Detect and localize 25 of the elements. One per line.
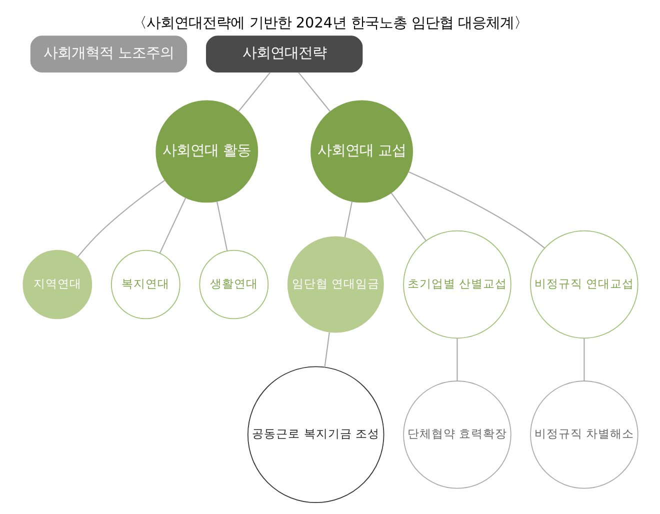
diagram-title: 〈사회연대전략에 기반한 2024년 한국노총 임단협 대응체계〉 [132, 15, 528, 32]
node-circle: 비정규직 연대교섭 [530, 230, 638, 338]
node-circle: 생활연대 [198, 249, 268, 319]
connector [324, 332, 330, 367]
connector [390, 192, 426, 241]
connector [583, 338, 584, 380]
connector [298, 72, 330, 112]
node-circle: 공동근로 복지기금 조성 [246, 366, 384, 503]
connector [344, 200, 352, 237]
node-circle: 임단협 연대임금 [286, 236, 384, 332]
connector [76, 179, 165, 257]
connector [408, 170, 544, 248]
connector [216, 200, 228, 250]
connector [456, 338, 458, 380]
node-circle: 사회연대 활동 [155, 100, 258, 202]
node-circle: 복지연대 [110, 249, 180, 319]
connector [237, 72, 270, 112]
node-circle: 단체협약 효력확장 [402, 380, 511, 488]
node-circle: 비정규직 차별해소 [530, 380, 638, 488]
node-box: 사회개혁적 노조주의 [30, 35, 187, 72]
node-circle: 초기업별 산별교섭 [402, 230, 511, 338]
node-circle: 지역연대 [22, 249, 92, 319]
node-circle: 사회연대 교섭 [310, 100, 412, 202]
node-box: 사회연대전략 [205, 35, 362, 72]
connector [158, 196, 186, 253]
